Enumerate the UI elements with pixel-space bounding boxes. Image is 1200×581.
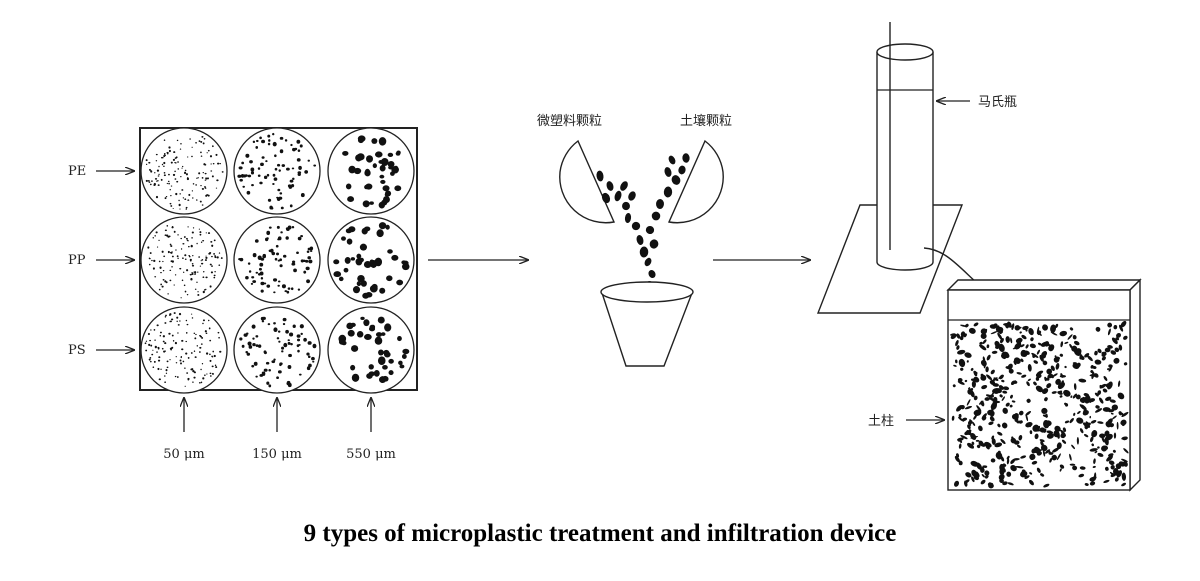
microplastic-label: 微塑料颗粒: [537, 114, 602, 129]
column-label: 土柱: [868, 414, 894, 429]
mariotte-bottle: [876, 52, 934, 271]
size-label-150: 150 μm: [252, 447, 302, 462]
column-side-face: [1129, 278, 1141, 492]
dish-pp-150: [233, 216, 321, 304]
dish-ps-550: [327, 306, 415, 394]
column-top-face: [946, 279, 1142, 291]
figure-caption: 9 types of microplastic treatment and in…: [303, 520, 897, 547]
mixing-cup: [601, 292, 694, 367]
bottle-top: [876, 43, 934, 61]
mixing-stage: 微塑料颗粒 土壤颗粒: [537, 113, 732, 367]
infiltration-device: 马氏瓶 土柱: [816, 22, 1142, 492]
row-label-pe: PE: [68, 164, 86, 179]
dish-pe-150: [233, 127, 321, 215]
row-label-pp: PP: [68, 253, 86, 268]
size-labels: 50 μm 150 μm 550 μm: [163, 398, 396, 462]
mariotte-label: 马氏瓶: [978, 95, 1017, 110]
size-label-550: 550 μm: [346, 447, 396, 462]
dish-pp-550: [327, 216, 415, 304]
cup-rim: [600, 281, 694, 303]
dish-ps-150: [233, 306, 321, 394]
soil-scoop: [667, 139, 724, 224]
sample-grid: [139, 127, 418, 394]
row-labels: PE PP PS: [68, 164, 134, 358]
dish-ps-50: [140, 306, 228, 394]
size-label-50: 50 μm: [163, 447, 204, 462]
microplastic-scoop: [559, 139, 616, 224]
soil-label: 土壤颗粒: [680, 113, 732, 129]
dish-pe-550: [327, 127, 415, 215]
diagram-canvas: PE PP PS 50 μm 150 μm 550 μm 微塑料颗粒 土壤颗粒: [68, 22, 1142, 492]
dish-pe-50: [140, 127, 228, 215]
petri-dishes: [140, 127, 415, 394]
falling-particles: [596, 153, 690, 302]
soil-texture: [950, 320, 1129, 489]
dish-pp-50: [140, 216, 228, 304]
row-label-ps: PS: [68, 343, 86, 358]
